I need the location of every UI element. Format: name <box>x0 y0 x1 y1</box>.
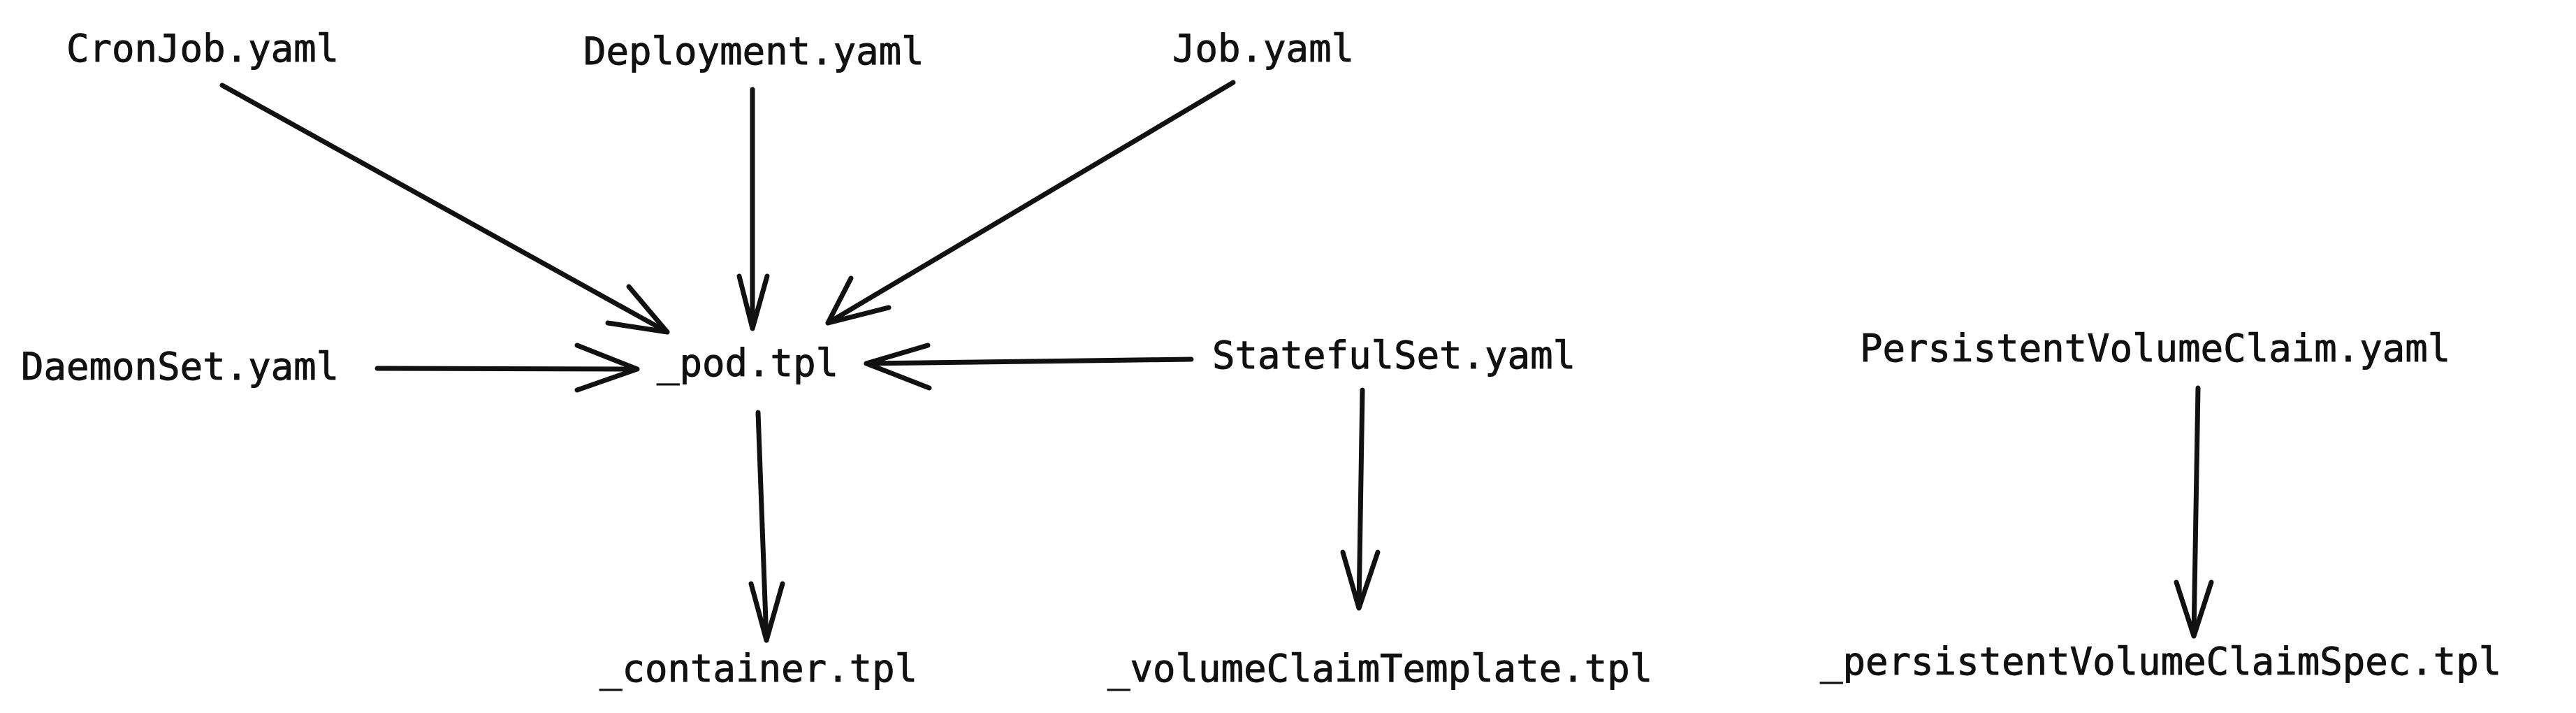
edge-job-to-pod <box>825 80 1236 326</box>
arrowhead <box>736 273 770 331</box>
arrowhead <box>825 275 892 326</box>
edge-statefulset-to-pod <box>864 343 1194 391</box>
edge-line <box>825 80 1236 326</box>
edge-pvc-to-pvcspec <box>2174 385 2214 639</box>
node-daemonset: DaemonSet.yaml <box>21 345 339 389</box>
edge-line <box>374 366 640 372</box>
edge-line <box>219 82 670 335</box>
edge-line <box>2191 385 2201 638</box>
edge-line <box>864 356 1194 366</box>
arrowhead <box>2174 579 2214 639</box>
edge-cronjob-to-pod <box>219 82 670 335</box>
edge-pod-to-container <box>748 410 785 643</box>
arrowhead <box>864 343 932 391</box>
node-job: Job.yaml <box>1172 27 1354 71</box>
node-deployment: Deployment.yaml <box>583 29 924 73</box>
edge-statefulset-to-volumeclaimtemplate <box>1340 387 1381 611</box>
arrowhead <box>1340 549 1381 611</box>
edge-daemonset-to-pod <box>374 343 640 393</box>
edge-line <box>755 410 769 643</box>
arrowhead <box>605 284 670 335</box>
node-volumeclaimtemplate: _volumeClaimTemplate.tpl <box>1107 647 1652 691</box>
node-statefulset: StatefulSet.yaml <box>1212 333 1576 377</box>
node-pvcspec: _persistentVolumeClaimSpec.tpl <box>1820 640 2501 684</box>
arrowhead <box>574 343 640 393</box>
arrowhead <box>748 581 785 643</box>
edge-deployment-to-pod <box>736 87 770 331</box>
node-cronjob: CronJob.yaml <box>66 27 339 71</box>
edge-line <box>1356 387 1365 610</box>
node-container: _container.tpl <box>599 647 917 691</box>
node-pvc: PersistentVolumeClaim.yaml <box>1860 326 2450 370</box>
node-pod: _pod.tpl <box>657 341 838 385</box>
